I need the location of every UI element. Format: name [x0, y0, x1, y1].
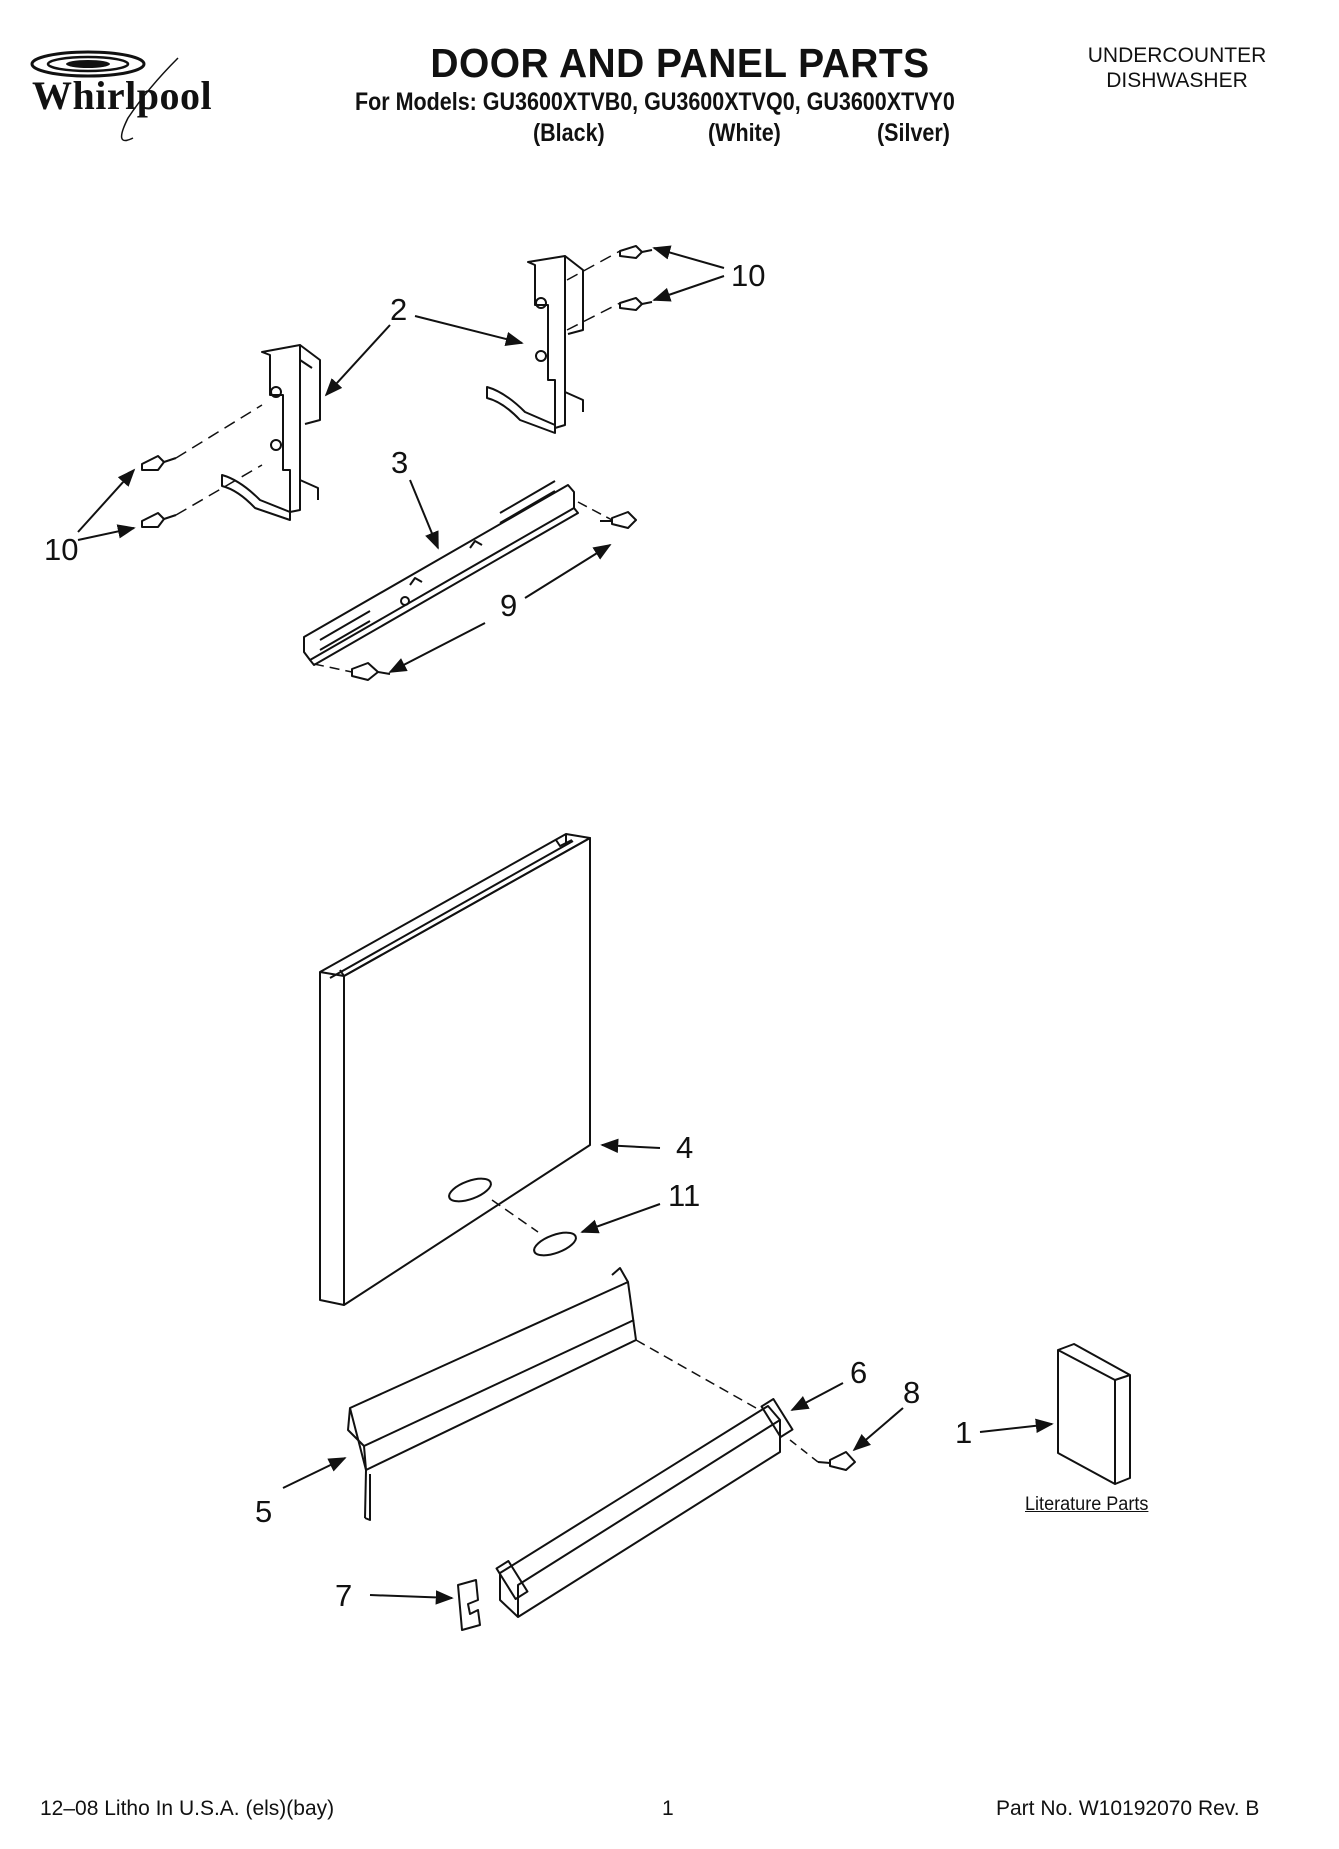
callout-10-top: 10: [731, 258, 766, 293]
category-line-1: UNDERCOUNTER: [1087, 44, 1267, 67]
door-panel: [319, 833, 591, 1306]
leader-10-upper-b: [652, 275, 725, 302]
leader-3: [409, 479, 439, 550]
leader-10-left-a: [77, 468, 136, 533]
crossbar: [303, 480, 579, 666]
leader-7: [369, 1590, 454, 1605]
screw-9-right: [600, 511, 637, 529]
callout-7: 7: [335, 1578, 353, 1613]
callout-9: 9: [500, 588, 518, 623]
page-title: DOOR AND PANEL PARTS: [430, 40, 930, 86]
callout-6: 6: [850, 1355, 868, 1390]
toe-kick-panel: [347, 1267, 637, 1521]
leader-11: [580, 1203, 661, 1234]
leader-2-left: [324, 324, 391, 397]
screw-10-lower-right: [619, 297, 653, 311]
leader-1: [979, 1418, 1054, 1433]
callout-4: 4: [676, 1130, 694, 1165]
toe-kick-bracket: [495, 1398, 794, 1618]
whirlpool-logo: Whirlpool: [18, 38, 268, 158]
callout-5: 5: [255, 1494, 273, 1529]
screw-9-left: [351, 662, 391, 681]
leader-9-left: [388, 622, 486, 673]
leader-10-upper-a: [652, 245, 725, 269]
leader-2-right: [414, 315, 524, 347]
footer-page-number: 1: [662, 1797, 674, 1820]
leader-5: [282, 1457, 347, 1489]
left-hinge-bracket: [221, 344, 321, 521]
callout-11: 11: [668, 1178, 701, 1213]
variant-silver: (Silver): [877, 119, 950, 147]
screw-8: [817, 1451, 856, 1471]
literature-parts-label: Literature Parts: [1025, 1494, 1149, 1515]
footer-litho: 12–08 Litho In U.S.A. (els)(bay): [40, 1797, 335, 1820]
models-line: For Models: GU3600XTVB0, GU3600XTVQ0, GU…: [355, 88, 955, 116]
callout-2: 2: [390, 292, 408, 327]
footer-part-number: Part No. W10192070 Rev. B: [996, 1797, 1260, 1820]
leader-8: [852, 1407, 904, 1452]
literature-booklet: [1057, 1343, 1131, 1485]
callout-1: 1: [955, 1415, 973, 1450]
leader-4: [600, 1138, 661, 1154]
logo-swirl-icon: [30, 50, 179, 142]
callout-10-left: 10: [44, 532, 79, 567]
variant-black: (Black): [533, 119, 605, 147]
screw-10-upper-right: [619, 245, 653, 259]
badge-outline: [448, 1177, 492, 1203]
variant-white: (White): [708, 119, 781, 147]
leader-6: [790, 1382, 844, 1411]
leader-10-left-b: [77, 524, 136, 541]
callout-3: 3: [391, 445, 409, 480]
leader-9-right: [524, 544, 612, 599]
screw-10-upper-left: [141, 455, 177, 471]
badge: [533, 1231, 577, 1257]
category-line-2: DISHWASHER: [1106, 69, 1248, 92]
logo-wordmark: Whirlpool: [32, 73, 213, 118]
right-hinge-bracket: [486, 255, 584, 434]
callout-8: 8: [903, 1375, 921, 1410]
screw-10-lower-left: [141, 512, 177, 528]
clip: [457, 1579, 481, 1631]
